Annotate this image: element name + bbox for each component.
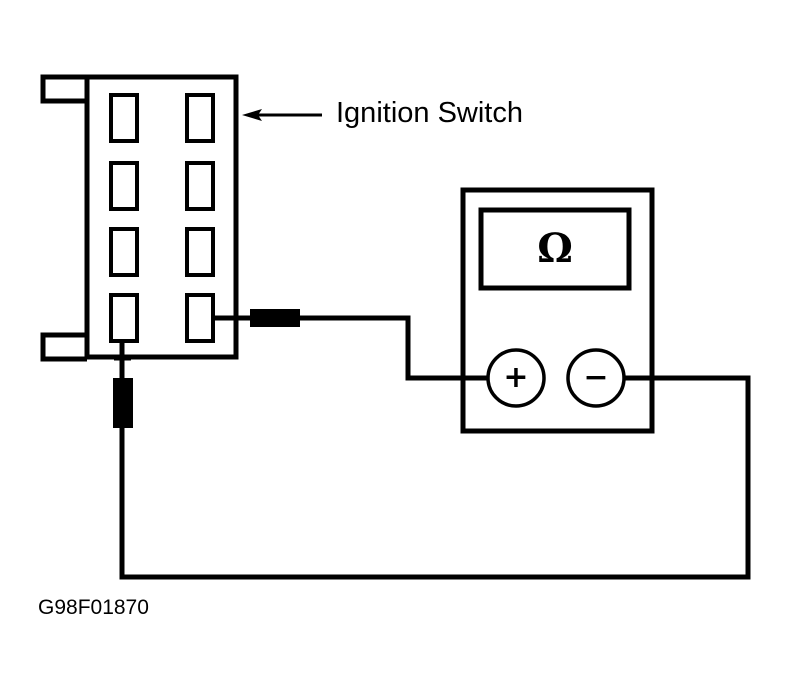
figure-id: G98F01870	[38, 596, 149, 619]
ignition-switch-label: Ignition Switch	[336, 97, 523, 129]
ohm-symbol: Ω	[537, 225, 573, 272]
switch-terminal	[185, 161, 215, 211]
probe-connector-positive	[250, 309, 300, 327]
switch-terminal	[185, 227, 215, 277]
switch-terminal	[109, 227, 139, 277]
switch-terminal	[109, 161, 139, 211]
callout-arrowhead	[242, 109, 262, 121]
ohmmeter-body	[460, 187, 655, 434]
ignition-switch-top-tab	[40, 74, 87, 104]
ohmmeter-display	[478, 207, 632, 291]
test-lead-positive	[213, 315, 488, 381]
switch-terminal-test-b	[185, 293, 215, 343]
plus-icon: +	[503, 360, 529, 395]
switch-terminal	[109, 93, 139, 143]
ignition-switch-bottom-tab	[40, 332, 87, 362]
ignition-switch-body	[84, 74, 239, 360]
switch-terminal	[185, 93, 215, 143]
minus-icon: −	[583, 360, 609, 395]
probe-connector-negative	[113, 378, 133, 428]
switch-terminal-test-a	[109, 293, 139, 343]
